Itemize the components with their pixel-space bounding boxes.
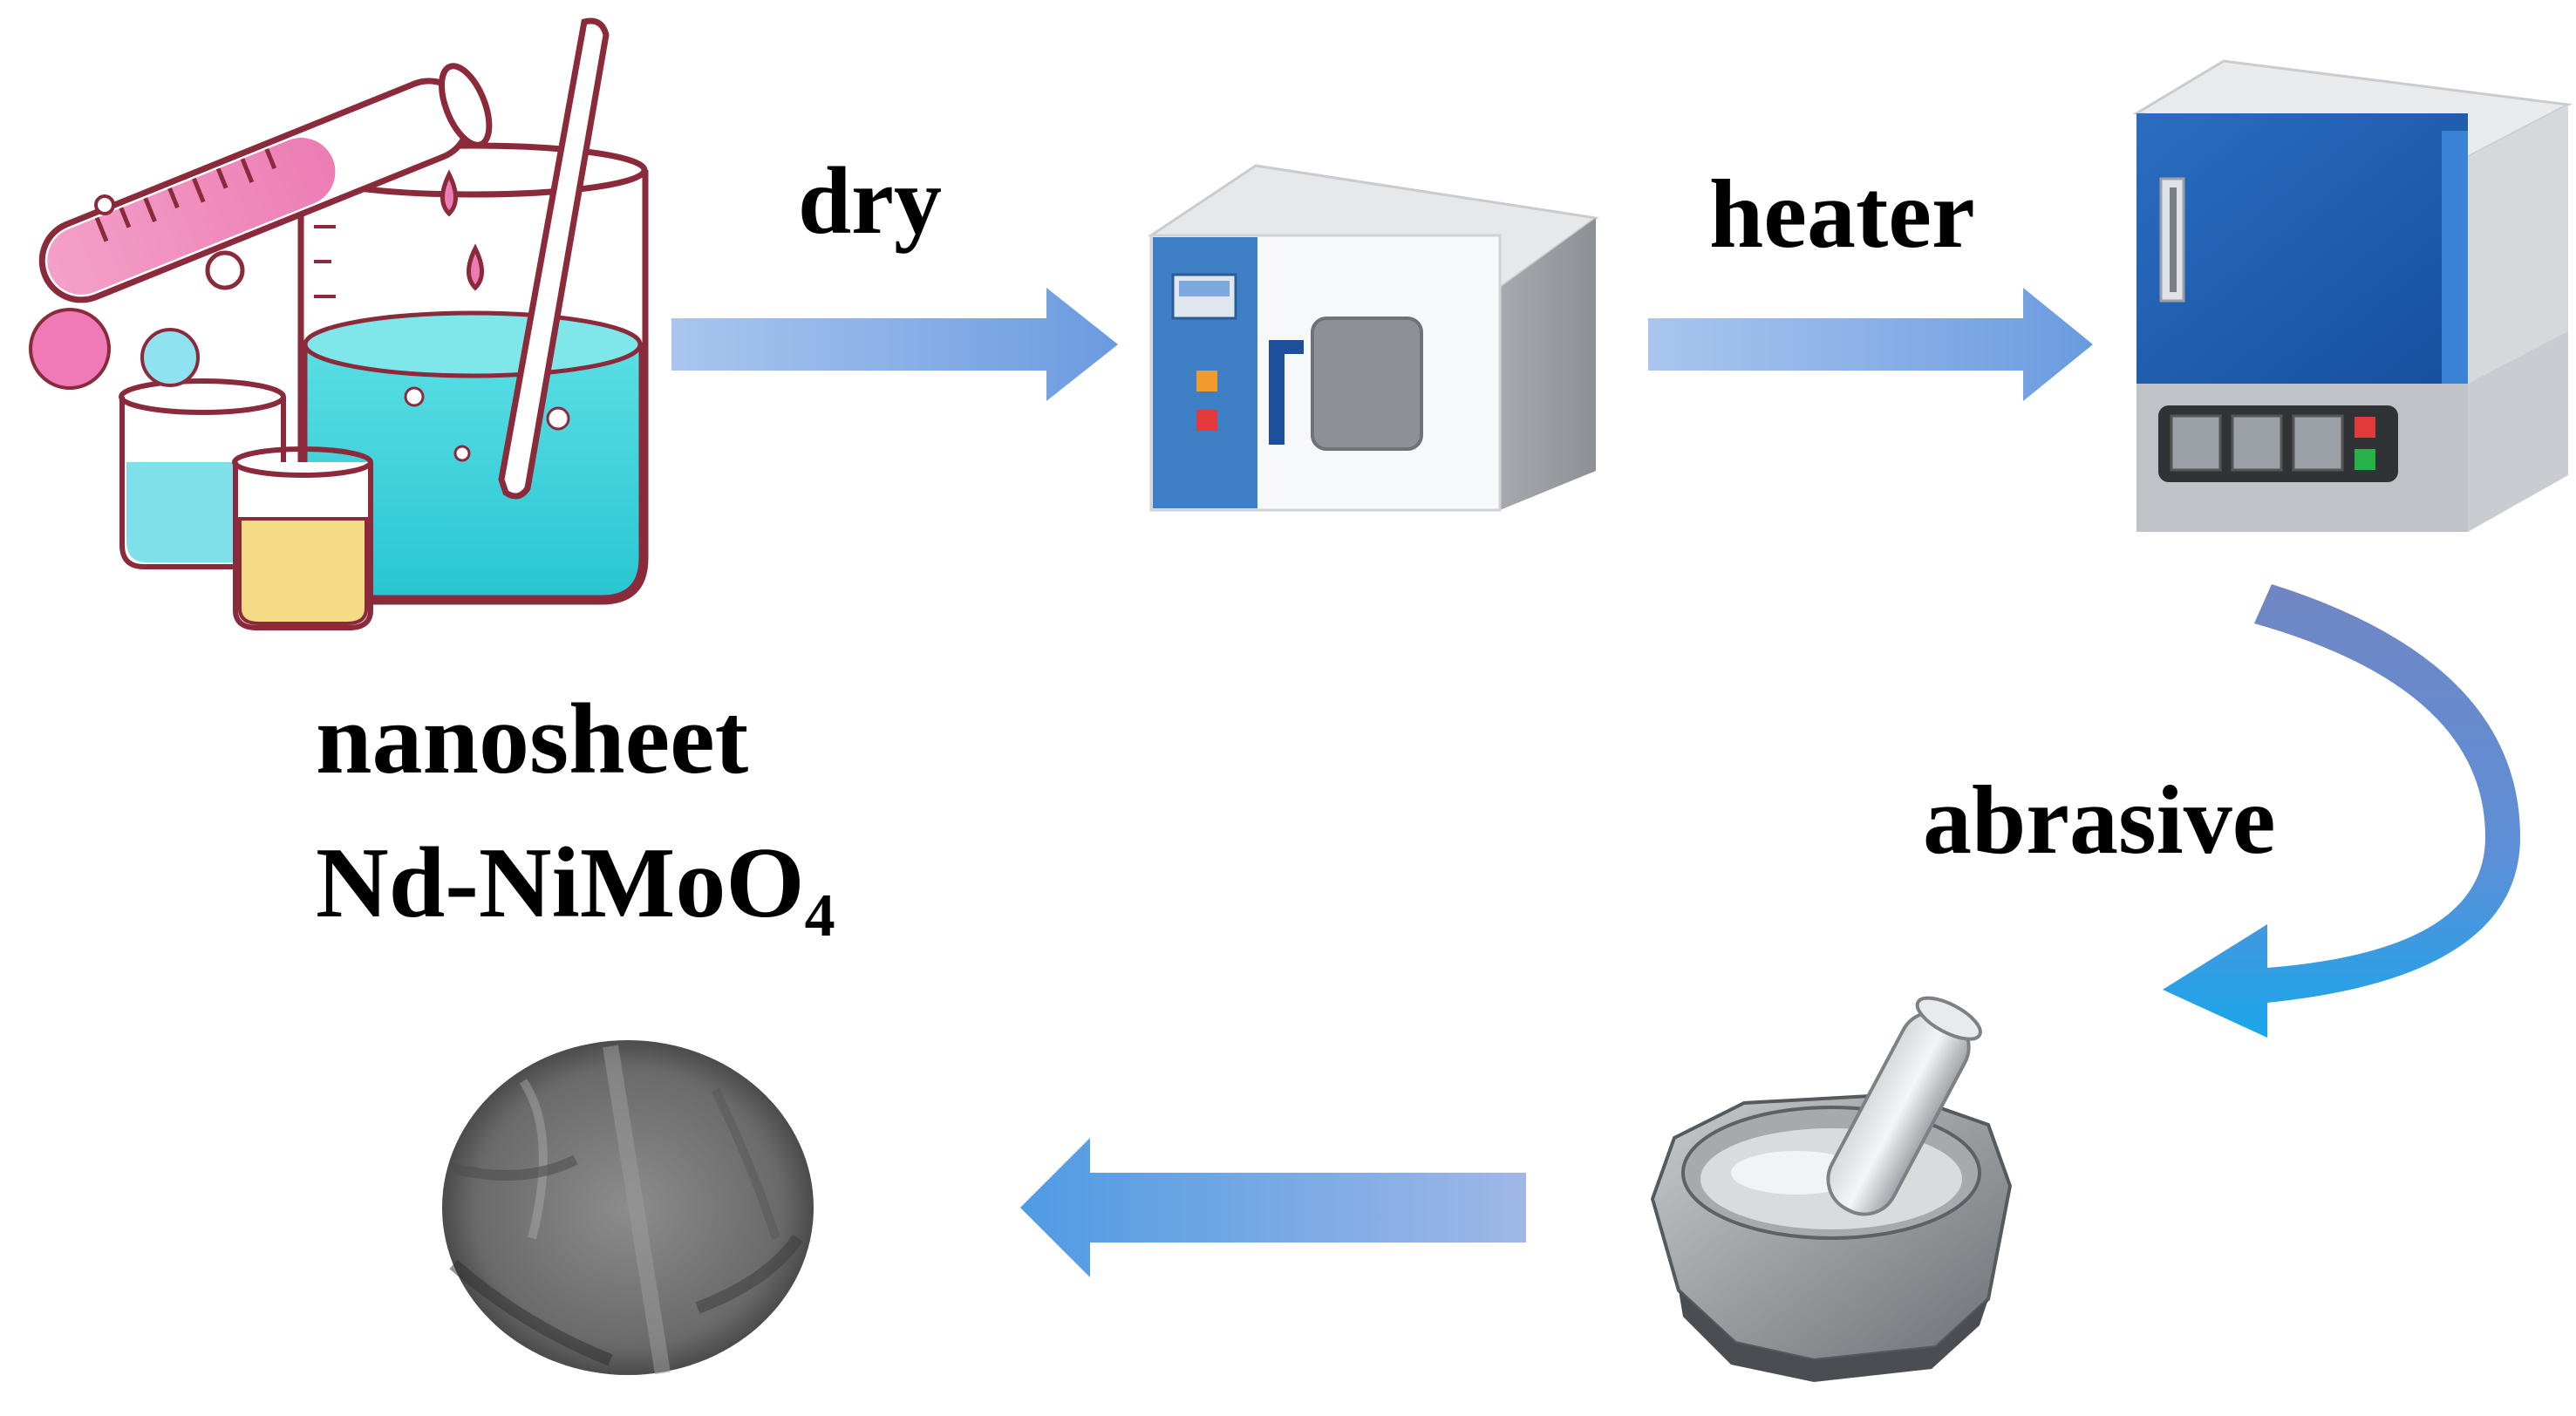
arrow-to-product — [1020, 1138, 1526, 1277]
product-formula-subscript: 4 — [804, 882, 835, 950]
nanosheet-micrograph — [442, 1040, 814, 1375]
mortar-pestle-icon — [1650, 996, 2013, 1382]
product-formula-main: Nd-NiMoO — [316, 827, 805, 939]
curved-arrow-to-mortar — [2163, 584, 2520, 1038]
arrow-to-furnace — [1648, 288, 2093, 401]
drying-oven-icon — [1147, 164, 1599, 512]
step-label-heater: heater — [1709, 160, 1975, 269]
arrow-to-oven — [671, 288, 1118, 401]
product-label-line1: nanosheet — [316, 684, 749, 795]
step-label-abrasive: abrasive — [1923, 766, 2276, 875]
beakers-illustration — [29, 17, 649, 630]
step-label-dry: dry — [798, 147, 942, 254]
muffle-furnace-icon — [2132, 59, 2573, 532]
product-label-line2: Nd-NiMoO4 — [316, 833, 835, 947]
